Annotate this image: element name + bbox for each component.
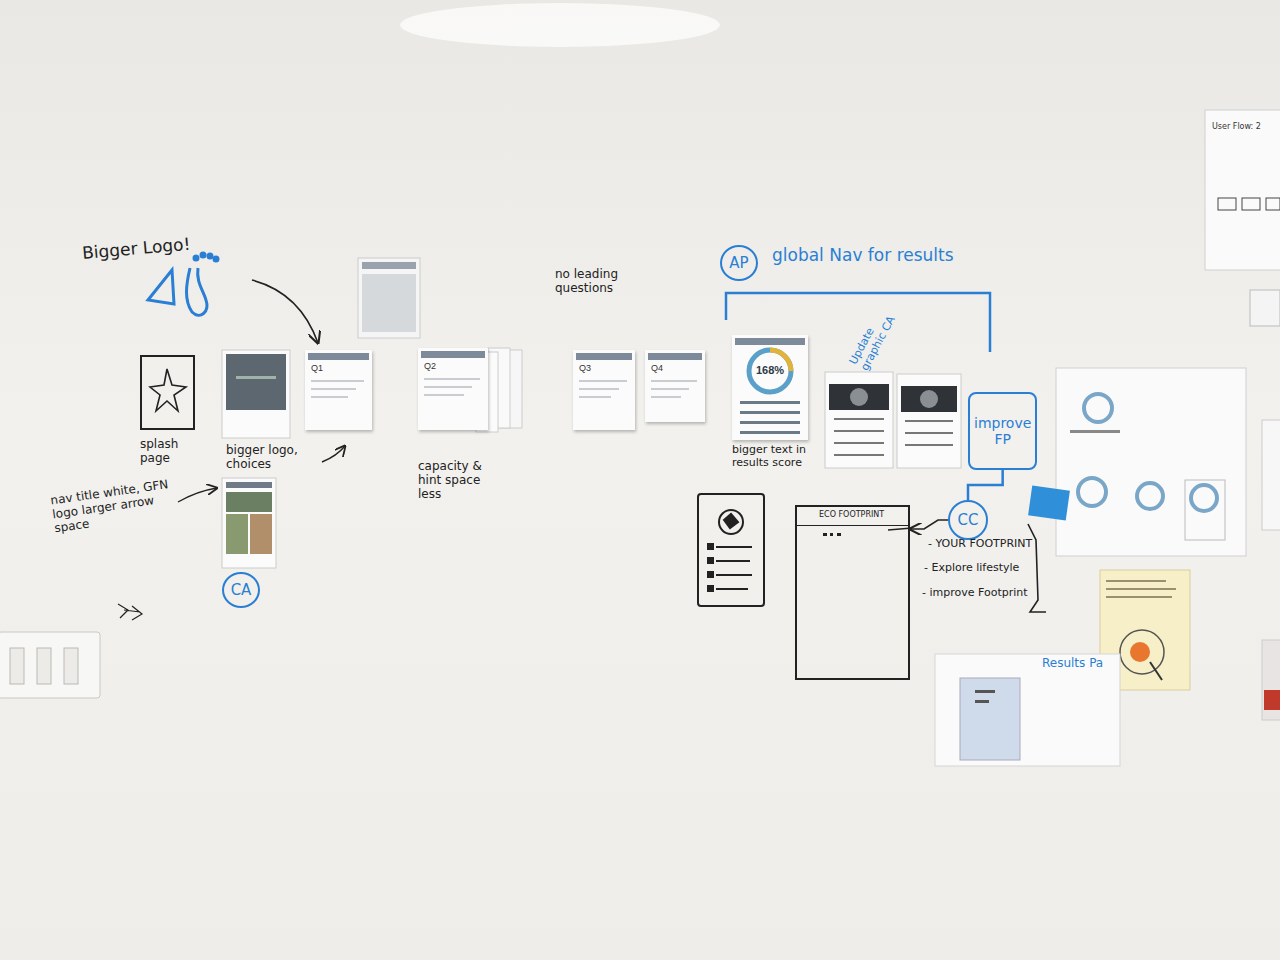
note-label: Results Pa (1042, 657, 1122, 671)
frame-title: ECO FOOTPRINT (819, 510, 884, 519)
note-label: - YOUR FOOTPRINT (928, 538, 1038, 551)
note-label: bigger text in results score (732, 444, 816, 469)
splash-sketch: splash page (140, 355, 195, 430)
screen-card (825, 372, 961, 468)
star-doodle (150, 369, 186, 411)
initials-circle: CC (948, 500, 988, 540)
note-text: improve FP (974, 415, 1031, 447)
initials-circle: CA (222, 572, 260, 608)
note-label: Update graphic CA (848, 292, 907, 373)
text-line (651, 396, 681, 398)
results-card: 168% (732, 335, 808, 440)
result-bar (740, 401, 800, 404)
question-card: Q1 (305, 350, 372, 430)
initials: AP (729, 254, 748, 272)
star-doodle (142, 357, 193, 428)
paper-sheet (935, 654, 1120, 766)
connector (968, 470, 1003, 500)
screen-header (421, 351, 485, 358)
question-card: Q4 (645, 350, 705, 422)
question-number: Q4 (651, 363, 663, 373)
text-line (311, 396, 348, 398)
text-line (311, 388, 356, 390)
text-line (424, 394, 464, 396)
text-line (579, 388, 619, 390)
connector (910, 520, 948, 529)
doodle (118, 604, 142, 620)
screen-card (358, 258, 420, 338)
question-number: Q2 (424, 361, 436, 371)
question-card: Q2 (418, 348, 488, 430)
note-label: bigger logo, choices (226, 444, 338, 472)
note-label: no leading questions (555, 268, 639, 296)
note-label: - Explore lifestyle (924, 562, 1034, 575)
score-ring (732, 335, 808, 440)
text-line (651, 380, 697, 382)
note-label: - improve Footprint (922, 587, 1038, 600)
leader-arrow (178, 488, 217, 502)
question-card: Q3 (573, 350, 635, 430)
screen-header (308, 353, 369, 360)
frame-divider (797, 525, 908, 526)
initials-circle: AP (720, 245, 758, 281)
text-line (579, 396, 611, 398)
score-value: 168% (732, 364, 808, 376)
light-switch (0, 632, 100, 698)
note-label: global Nav for results (772, 246, 1012, 266)
result-bar (740, 421, 800, 424)
logo-sketch (148, 253, 218, 315)
paper-sheet (1056, 368, 1246, 556)
note-box: improve FP (968, 392, 1037, 470)
screen-header (735, 338, 805, 345)
text-line (424, 386, 472, 388)
text-line (424, 378, 480, 380)
dot-row (823, 533, 841, 540)
question-number: Q1 (311, 363, 323, 373)
phone-sketch (698, 494, 764, 606)
screen-card (222, 478, 276, 568)
node-caption: splash page (140, 438, 200, 466)
glare (400, 3, 720, 47)
initials: CA (231, 581, 252, 599)
text-line (651, 388, 689, 390)
question-number: Q3 (579, 363, 591, 373)
wireframe-sketch: ECO FOOTPRINT (795, 505, 910, 680)
text-line (311, 380, 364, 382)
note-label: nav title white, GFN logo larger arrow s… (50, 478, 177, 536)
tape (1028, 486, 1070, 521)
note-label: Bigger Logo! (81, 232, 222, 264)
leader-arrow (252, 280, 318, 343)
initials: CC (958, 511, 979, 529)
text-line (579, 380, 627, 382)
screen-header (576, 353, 632, 360)
paper-sheet (1205, 110, 1280, 720)
screen-card (222, 350, 290, 438)
leader-arrow (322, 446, 345, 462)
result-bar (740, 431, 800, 434)
screen-header (648, 353, 702, 360)
note-label: User Flow: 2 (1212, 122, 1278, 131)
note-label: capacity & hint space less (418, 460, 502, 501)
result-bar (740, 411, 800, 414)
